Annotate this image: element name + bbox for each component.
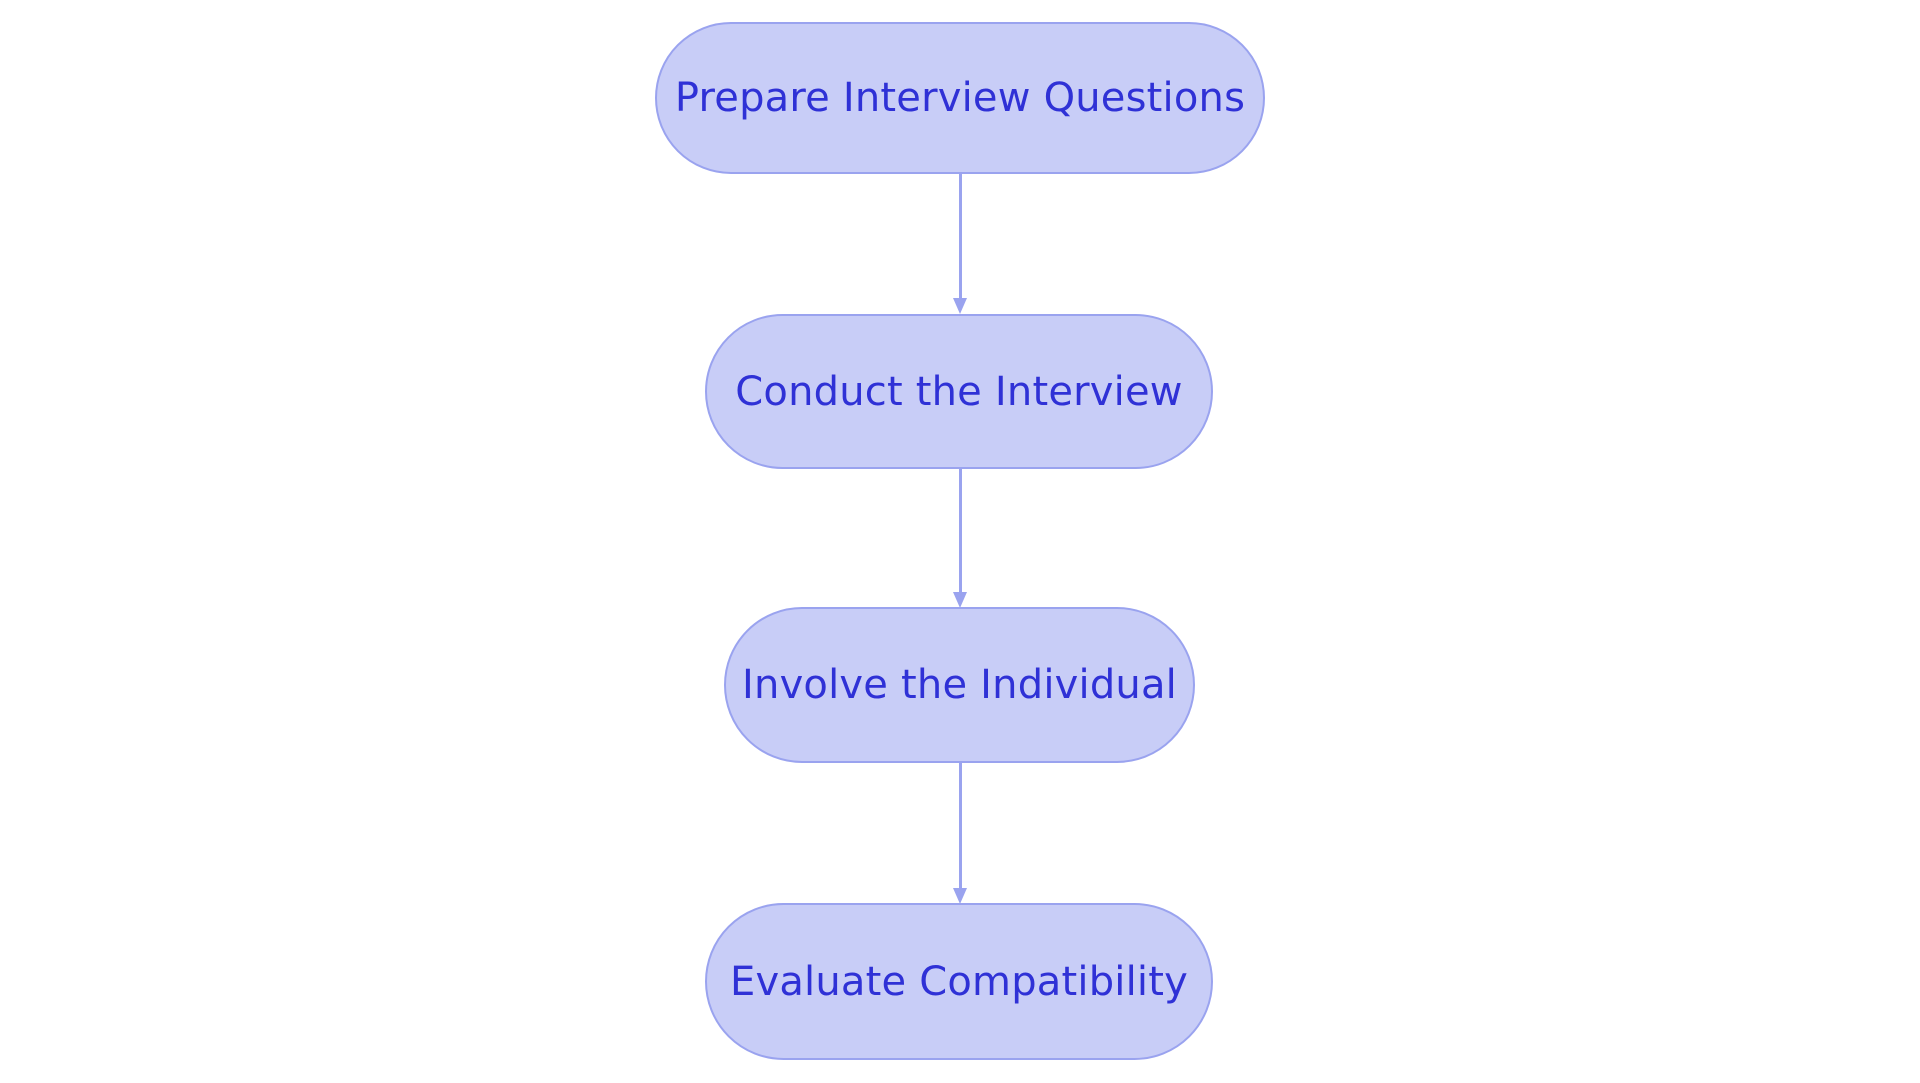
- flow-node-conduct-the-interview[interactable]: Conduct the Interview: [705, 314, 1213, 469]
- flow-node-label: Evaluate Compatibility: [730, 958, 1188, 1005]
- flow-node-label: Involve the Individual: [742, 662, 1177, 708]
- arrow-head-icon: [953, 592, 967, 608]
- flow-node-label: Conduct the Interview: [735, 368, 1183, 415]
- arrow-head-icon: [953, 888, 967, 904]
- flow-node-evaluate-compatibility[interactable]: Evaluate Compatibility: [705, 903, 1213, 1060]
- flow-node-label: Prepare Interview Questions: [674, 75, 1246, 121]
- connector-arrow-conduct-to-involve: [953, 469, 967, 608]
- connector-arrow-prepare-to-conduct: [953, 174, 967, 314]
- arrow-shaft: [958, 469, 962, 592]
- arrow-head-icon: [953, 298, 967, 314]
- arrow-shaft: [958, 763, 962, 888]
- arrow-shaft: [958, 174, 962, 298]
- flow-node-prepare-interview-questions[interactable]: Prepare Interview Questions: [655, 22, 1265, 174]
- connector-arrow-involve-to-evaluate: [953, 763, 967, 904]
- flow-node-involve-the-individual[interactable]: Involve the Individual: [724, 607, 1195, 763]
